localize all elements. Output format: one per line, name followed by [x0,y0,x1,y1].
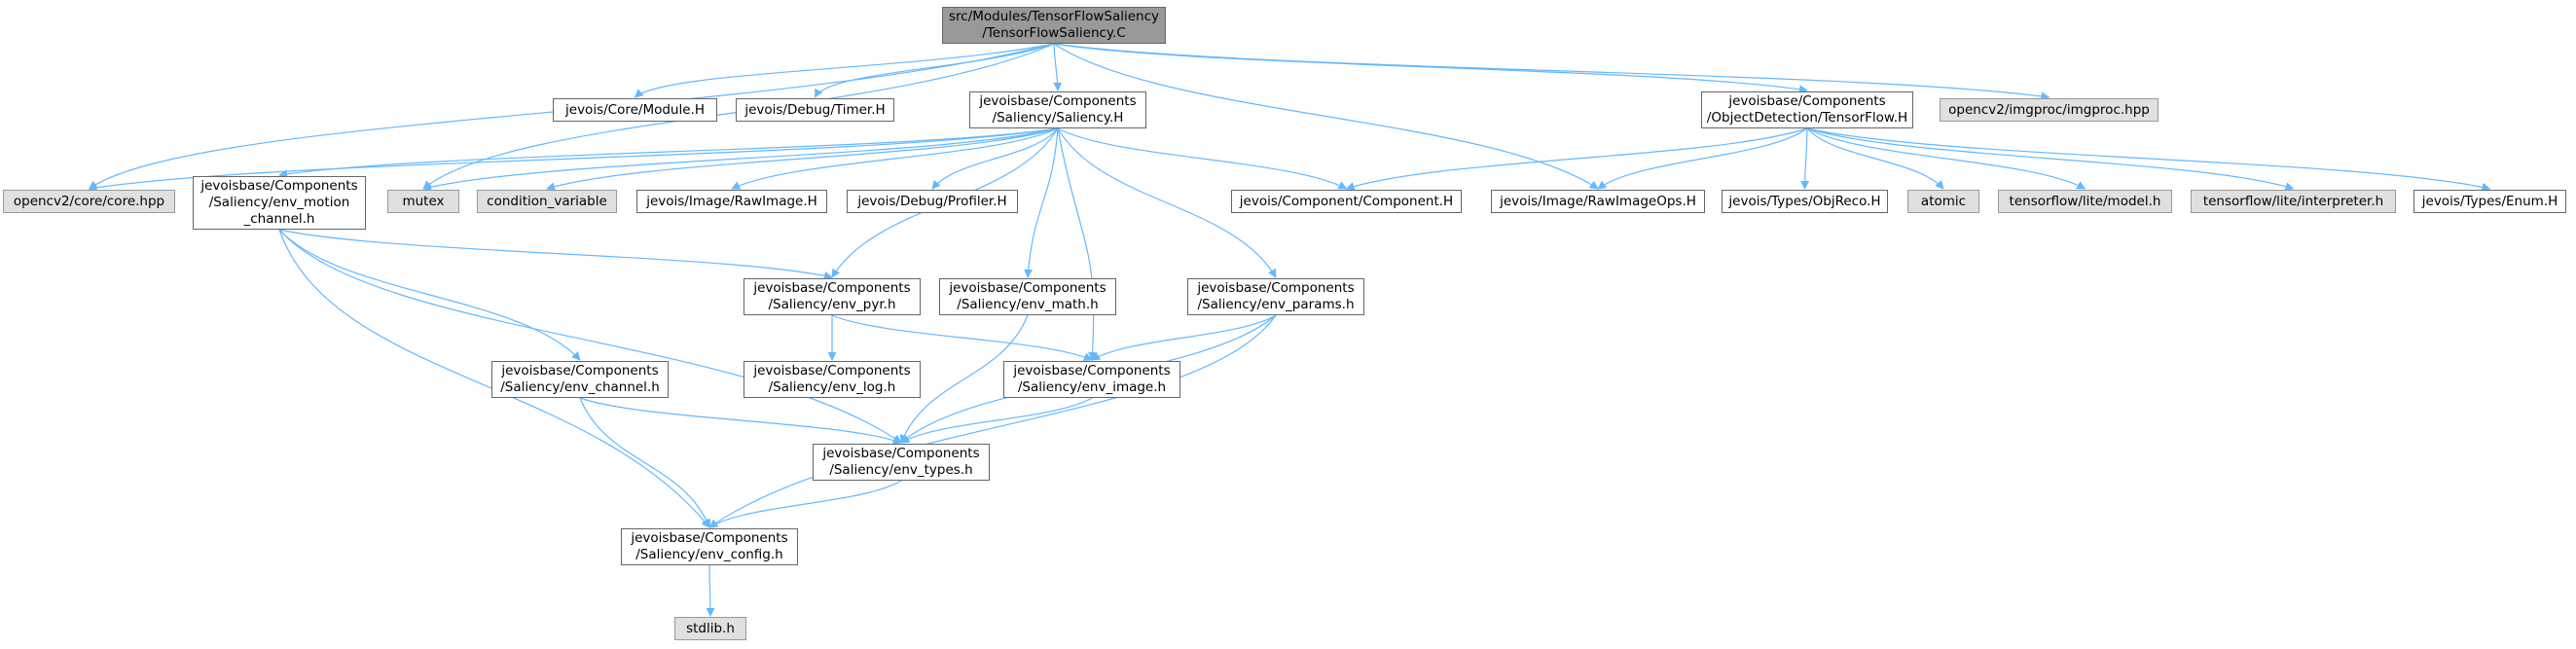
edge-saliency-to-envmath [1024,127,1059,278]
edge-motion-to-envconfig [278,229,710,528]
node-jevois-debug-timer-h[interactable]: jevois/Debug/Timer.H [736,98,894,122]
node-env-channel-h[interactable]: jevoisbase/Components /Saliency/env_chan… [491,361,669,398]
edge-root-to-timer [814,43,1055,98]
edge-tensorflow-to-component [1345,127,1808,191]
node-atomic[interactable]: atomic [1907,190,1979,213]
edge-envchannel-to-envtypes [579,397,902,445]
edge-tensorflow-to-model [1806,127,2086,190]
node-condition-variable[interactable]: condition_variable [477,190,617,213]
edge-saliency-to-rawimage [731,127,1059,190]
node-tensorflow-h[interactable]: jevoisbase/Components /ObjectDetection/T… [1701,91,1913,128]
node-env-pyr-h[interactable]: jevoisbase/Components /Saliency/env_pyr.… [744,278,921,315]
node-env-log-h[interactable]: jevoisbase/Components /Saliency/env_log.… [744,361,921,398]
node-opencv2-imgproc-hpp[interactable]: opencv2/imgproc/imgproc.hpp [1940,98,2159,122]
edge-tensorflow-to-interpreter [1806,127,2295,191]
node-tensorflow-lite-interpreter-h[interactable]: tensorflow/lite/interpreter.h [2191,190,2396,213]
node-jevois-debug-profiler-h[interactable]: jevois/Debug/Profiler.H [847,190,1018,213]
node-env-params-h[interactable]: jevoisbase/Components /Saliency/env_para… [1187,278,1364,315]
node-env-motion-channel-h[interactable]: jevoisbase/Components /Saliency/env_moti… [193,176,366,230]
node-env-image-h[interactable]: jevoisbase/Components /Saliency/env_imag… [1003,361,1180,398]
edge-envchannel-to-envconfig [579,397,711,528]
edge-saliency-to-envparams [1057,127,1277,278]
edge-saliency-to-envimage [1057,127,1098,361]
edge-root-to-imgproc [1053,43,2050,101]
edge-tensorflow-to-rawimageops [1597,127,1808,190]
edge-tensorflow-to-objreco [1800,127,1810,190]
node-jevois-image-rawimageops-h[interactable]: jevois/Image/RawImageOps.H [1491,190,1705,213]
edge-envparams-to-envimage [1091,314,1277,361]
node-jevois-image-rawimage-h[interactable]: jevois/Image/RawImage.H [636,190,827,213]
node-tensorflow-lite-model-h[interactable]: tensorflow/lite/model.h [1998,190,2172,213]
node-jevois-core-module-h[interactable]: jevois/Core/Module.H [553,98,717,122]
node-opencv2-core-hpp[interactable]: opencv2/core/core.hpp [3,190,175,213]
edge-saliency-to-condvar [546,127,1059,192]
edge-motion-to-envpyr [278,229,833,280]
edge-envparams-to-envconfig [708,314,1277,528]
edge-envmath-to-envtypes [899,314,1029,444]
node-env-math-h[interactable]: jevoisbase/Components /Saliency/env_math… [939,278,1116,315]
edge-saliency-to-profiler [931,127,1059,190]
node-tensorflowsaliency-c[interactable]: src/Modules/TensorFlowSaliency /TensorFl… [942,7,1166,44]
edge-envtypes-to-envconfig [708,480,902,528]
node-mutex[interactable]: mutex [387,190,459,213]
edge-envimage-to-envtypes [900,397,1093,444]
edge-tensorflow-to-atomic [1806,127,1944,190]
node-env-types-h[interactable]: jevoisbase/Components /Saliency/env_type… [813,444,990,481]
edge-root-to-module [634,43,1055,98]
edge-envconfig-to-stdlib [706,564,715,617]
node-env-config-h[interactable]: jevoisbase/Components /Saliency/env_conf… [621,528,798,565]
edge-motion-to-envchannel [278,229,581,361]
edge-tensorflow-to-enumh [1806,127,2491,192]
edge-saliency-to-motion [278,127,1059,179]
edge-saliency-to-mutex [422,127,1059,192]
node-jevois-component-component-h[interactable]: jevois/Component/Component.H [1231,190,1462,213]
edge-root-to-saliency [1053,43,1063,91]
edge-envpyr-to-envimage [831,314,1093,361]
edge-saliency-to-component [1057,127,1348,190]
edge-motion-to-envtypes [278,229,902,444]
node-jevois-types-enum-h[interactable]: jevois/Types/Enum.H [2413,190,2566,213]
edge-root-to-rawimageops [1053,43,1599,190]
edge-root-to-corehpp [88,43,1055,190]
node-stdlib-h[interactable]: stdlib.h [674,617,746,640]
edge-root-to-tensorflow [1053,43,1808,94]
node-jevois-types-objreco-h[interactable]: jevois/Types/ObjReco.H [1722,190,1888,213]
node-saliency-h[interactable]: jevoisbase/Components /Saliency/Saliency… [969,91,1146,128]
